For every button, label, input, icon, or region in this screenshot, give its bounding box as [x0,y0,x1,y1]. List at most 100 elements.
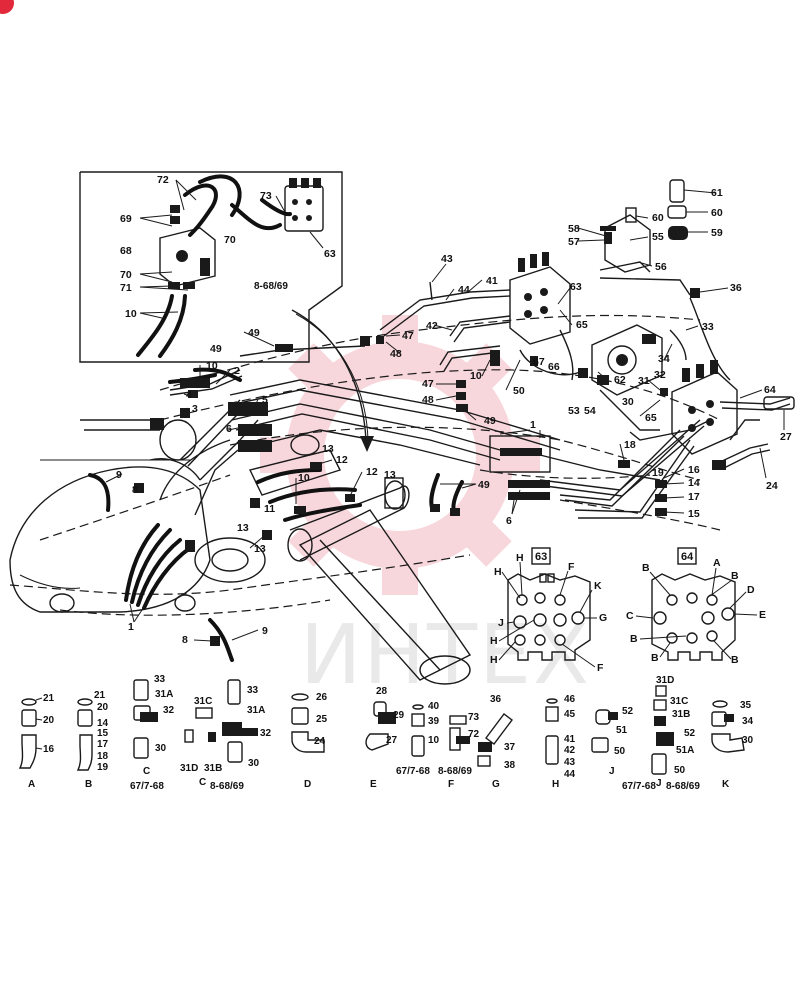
detail-j-label: J [609,766,615,777]
callout-24: 24 [766,480,778,492]
callout-15: 15 [688,508,700,520]
callout-65: 65 [576,319,588,331]
detail-j-label: J [656,778,662,789]
callout-63: 63 [570,281,582,293]
callout-33: 33 [702,321,714,333]
callout-16: 16 [688,464,700,476]
valve-63-port-f: F [568,561,575,573]
valve-63-port-f: F [597,662,604,674]
detail-c-label: C [199,777,206,788]
callout-54: 54 [584,405,596,417]
part-40: 40 [428,701,440,712]
valve-64-title: 64 [681,551,694,563]
control-valve-63 [509,252,571,345]
detail-a: 21 20 16 A [18,693,55,790]
callout-70: 70 [224,234,236,246]
callout-42: 42 [426,320,438,332]
valve-64-port-b: B [630,633,638,645]
callout-64: 64 [764,384,776,396]
callout-49: 49 [248,327,260,339]
callout-6: 6 [226,423,232,435]
callout-18: 18 [624,439,636,451]
callout-72: 72 [157,174,169,186]
part-45: 45 [564,709,576,720]
part-28: 28 [376,686,388,697]
valve-63-port-j: J [498,617,504,629]
callout-36: 36 [730,282,742,294]
part-30: 30 [742,735,754,746]
callout-13: 13 [254,543,266,555]
detail-b-label: B [85,779,92,790]
detail-f-date: 8-68/69 [438,766,472,777]
detail-f-8-68-69: 73 72 F 8-68/69 [438,712,480,790]
part-34: 34 [742,716,754,727]
part-37: 37 [504,742,516,753]
valve-63-port-h: H [490,654,498,666]
detail-j-date: 67/7-68 [622,781,656,792]
inset-detail-8-68-69: 72 69 70 73 68 70 71 10 63 8-68/69 [79,171,343,363]
part-51a: 51A [676,745,694,756]
part-14: 14 [97,718,109,729]
callout-12: 12 [366,466,378,478]
callout-10: 10 [125,308,137,320]
part-44: 44 [564,769,576,780]
detail-g-label: G [492,779,500,790]
part-19: 19 [97,762,109,773]
detail-f-date: 67/7-68 [396,766,430,777]
callout-19: 19 [652,467,664,479]
part-32: 32 [163,705,175,716]
detail-a-label: A [28,779,35,790]
part-20: 20 [43,715,55,726]
callout-73: 73 [260,190,272,202]
part-52: 52 [684,728,696,739]
callout-30: 30 [622,396,634,408]
part-35: 35 [740,700,752,711]
part-31d: 31D [180,763,198,774]
callout-14: 14 [688,477,700,489]
main-callouts: 43 41 44 42 63 65 47 48 49 49 10 2 4 3 5… [105,187,792,646]
callout-3: 3 [192,403,198,415]
callout-58: 58 [568,223,580,235]
part-17: 17 [97,739,109,750]
valve-63-port-diagram: 63 H F H K J G H H F [490,547,607,674]
callout-48: 48 [422,394,434,406]
callout-10: 10 [470,370,482,382]
part-33: 33 [247,685,259,696]
fitting-details: 21 20 16 A 21 20 14 15 17 18 19 B [18,674,754,792]
callout-49: 49 [210,343,222,355]
callout-9: 9 [262,625,268,637]
callout-41: 41 [486,275,498,287]
part-43: 43 [564,757,576,768]
callout-60: 60 [711,207,723,219]
detail-e-label: E [370,779,377,790]
part-73: 73 [468,712,480,723]
detail-c-67-7-68: 33 31A 32 30 C 67/7-68 [130,674,175,792]
tractor-left-body [9,418,266,613]
callout-34: 34 [658,353,670,365]
callout-13: 13 [237,522,249,534]
callout-62: 62 [614,374,626,386]
detail-g: 36 37 38 G [477,694,516,790]
callout-10: 10 [206,360,218,372]
callout-66: 66 [548,361,560,373]
part-31a: 31A [247,705,265,716]
part-21: 21 [43,693,55,704]
part-41: 41 [564,734,576,745]
valve-64-port-d: D [747,584,755,596]
detail-k: 35 34 30 K [711,700,754,790]
callout-47: 47 [402,330,414,342]
detail-d-label: D [304,779,311,790]
part-20: 20 [97,702,109,713]
callout-31: 31 [638,375,650,387]
part-26: 26 [316,692,328,703]
detail-b: 21 20 14 15 17 18 19 B [76,690,109,790]
hydraulic-pump-62 [591,324,663,396]
detail-c-label: C [143,766,150,777]
valve-64-port-e: E [759,609,766,621]
part-72: 72 [468,729,480,740]
detail-c-date: 8-68/69 [210,781,244,792]
callout-1: 1 [128,621,134,633]
part-27: 27 [386,735,398,746]
part-16: 16 [43,744,55,755]
